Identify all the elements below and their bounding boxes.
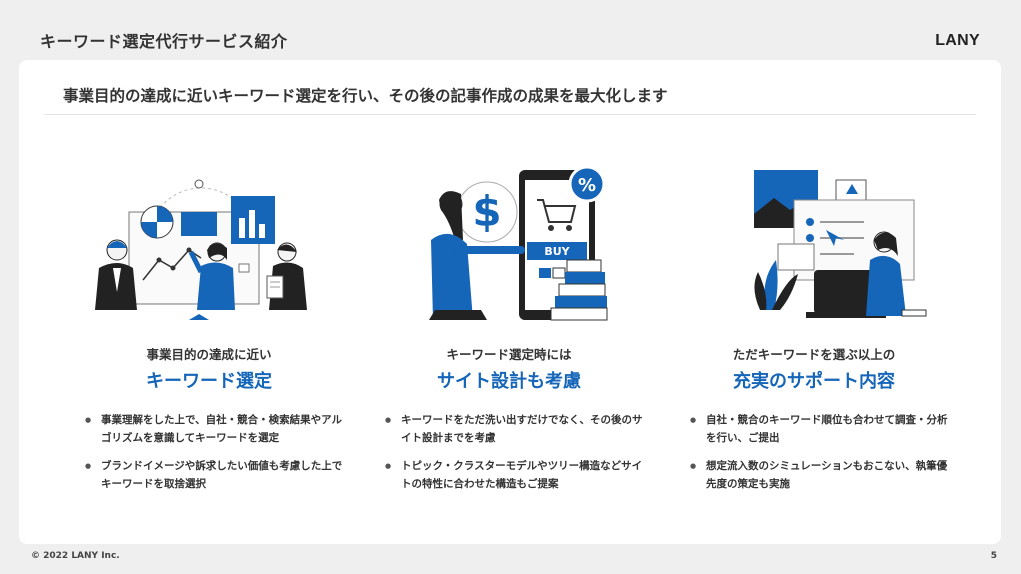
column-title: キーワード選定	[146, 371, 272, 392]
feature-column-support: ただキーワードを選ぶ以上の 充実のサポート内容 自社・競合のキーワード順位も合わ…	[664, 160, 964, 503]
feature-column-site-design: $ BUY % キーワード選定時には サイト設計も考慮 キーワードをただ洗い出す…	[359, 160, 659, 503]
company-logo: LANY	[935, 32, 980, 49]
list-item: トピック・クラスターモデルやツリー構造などサイトの特性に合わせた構造もご提案	[385, 457, 649, 493]
list-item: ブランドイメージや訴求したい価値も考慮した上でキーワードを取捨選択	[85, 457, 349, 493]
column-subtitle: 事業目的の達成に近い	[146, 347, 272, 362]
bullet-list: キーワードをただ洗い出すだけでなく、その後のサイト設計までを考慮 トピック・クラ…	[359, 411, 649, 493]
bullet-list: 自社・競合のキーワード順位も合わせて調査・分析を行い、ご提出 想定流入数のシミュ…	[664, 411, 954, 493]
online-shopping-illustration: $ BUY %	[429, 165, 608, 321]
lead-text: 事業目的の達成に近いキーワード選定を行い、その後の記事作成の成果を最大化します	[63, 87, 668, 105]
slide-title: キーワード選定代行サービス紹介	[40, 32, 288, 51]
list-item: 想定流入数のシミュレーションもおこない、執筆優先度の策定も実施	[690, 457, 954, 493]
buy-label: BUY	[544, 245, 570, 258]
list-item: キーワードをただ洗い出すだけでなく、その後のサイト設計までを考慮	[385, 411, 649, 447]
column-title: サイト設計も考慮	[437, 371, 581, 392]
list-item: 事業理解をした上で、自社・競合・検索結果やアルゴリズムを意識してキーワードを選定	[85, 411, 349, 447]
page-number: 5	[990, 551, 997, 561]
bullet-list: 事業理解をした上で、自社・競合・検索結果やアルゴリズムを意識してキーワードを選定…	[59, 411, 349, 493]
feature-column-keyword-selection: 事業目的の達成に近い キーワード選定 事業理解をした上で、自社・競合・検索結果や…	[59, 160, 359, 503]
column-subtitle: キーワード選定時には	[446, 347, 572, 362]
percent-icon: %	[578, 175, 596, 196]
divider	[44, 114, 976, 115]
dollar-icon: $	[472, 187, 501, 236]
column-title: 充実のサポート内容	[733, 371, 895, 392]
business-meeting-illustration	[95, 179, 307, 320]
laptop-analysis-illustration	[754, 170, 927, 318]
copyright: © 2022 LANY Inc.	[31, 551, 120, 561]
column-subtitle: ただキーワードを選ぶ以上の	[732, 347, 896, 362]
list-item: 自社・競合のキーワード順位も合わせて調査・分析を行い、ご提出	[690, 411, 954, 447]
content-card: 事業目的の達成に近いキーワード選定を行い、その後の記事作成の成果を最大化します	[19, 60, 1001, 544]
